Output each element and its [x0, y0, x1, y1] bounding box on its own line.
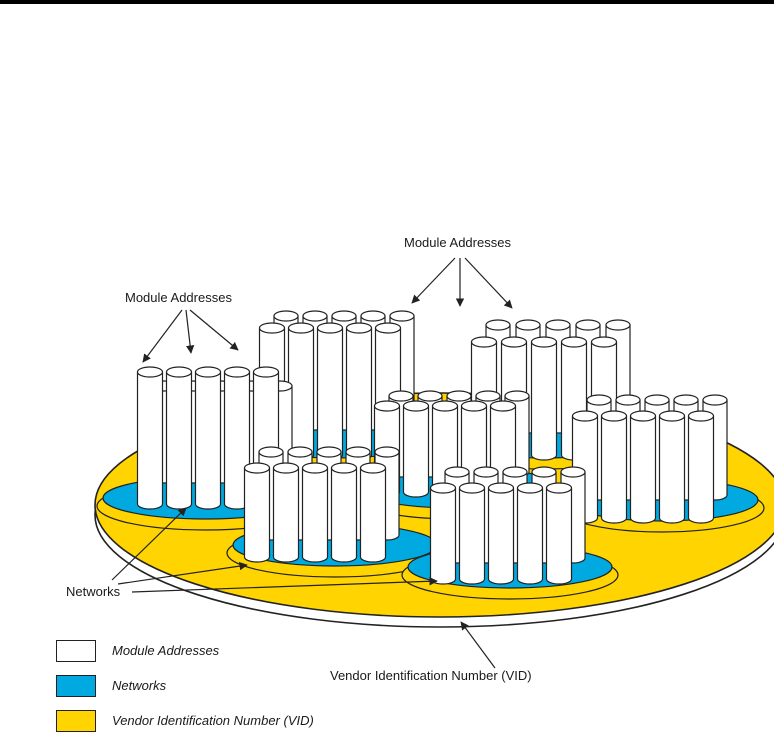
module-cylinder — [361, 463, 386, 562]
module-cylinder — [303, 463, 328, 562]
arrow-top-right — [465, 258, 512, 308]
legend-label-networks: Networks — [112, 678, 166, 693]
legend-label-vid: Vendor Identification Number (VID) — [112, 713, 314, 728]
module-cylinder — [332, 463, 357, 562]
module-cylinder — [138, 367, 163, 509]
module-cylinder — [602, 411, 627, 523]
legend-item-module: Module Addresses — [56, 640, 456, 675]
module-cylinder — [431, 483, 456, 584]
arrow-top-left — [412, 258, 455, 303]
module-cylinder — [532, 337, 557, 460]
module-cylinder — [318, 323, 343, 460]
module-cylinder — [404, 401, 429, 497]
arrow-vid — [461, 622, 495, 668]
module-cylinder — [245, 463, 270, 562]
legend: Module Addresses Networks Vendor Identif… — [56, 640, 456, 745]
legend-swatch-networks — [56, 675, 96, 697]
legend-label-module: Module Addresses — [112, 643, 219, 658]
arrow-left-left — [143, 310, 182, 362]
module-cylinder — [689, 411, 714, 523]
label-module-addresses-top: Module Addresses — [404, 235, 511, 250]
module-cylinder — [660, 411, 685, 523]
legend-item-vid: Vendor Identification Number (VID) — [56, 710, 456, 745]
module-cylinder — [347, 323, 372, 460]
module-cylinder — [631, 411, 656, 523]
arrow-left-mid — [186, 310, 191, 353]
module-cylinder — [196, 367, 221, 509]
legend-item-networks: Networks — [56, 675, 456, 710]
module-cylinder — [547, 483, 572, 584]
module-cylinder — [518, 483, 543, 584]
arrow-left-right — [190, 310, 238, 350]
module-cylinder — [460, 483, 485, 584]
module-cylinder — [167, 367, 192, 509]
legend-swatch-vid — [56, 710, 96, 732]
module-cylinder — [274, 463, 299, 562]
network-group — [402, 467, 618, 599]
label-networks: Networks — [66, 584, 121, 599]
module-cylinder — [489, 483, 514, 584]
legend-swatch-module — [56, 640, 96, 662]
label-module-addresses-left: Module Addresses — [125, 290, 232, 305]
